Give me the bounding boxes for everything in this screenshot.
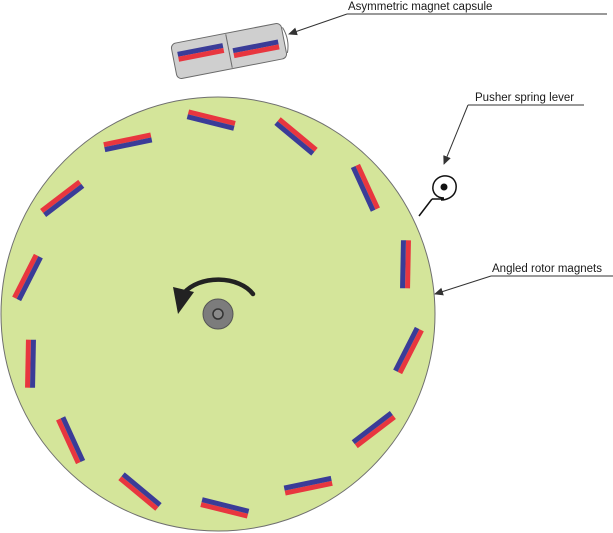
rotor-magnet	[350, 163, 380, 212]
spring-coil-icon	[432, 175, 457, 201]
rotor-magnet	[200, 497, 250, 519]
rotor-magnets-group	[12, 109, 424, 519]
rotor-magnet	[40, 179, 85, 217]
capsule-magnet-left	[177, 43, 225, 62]
leader-pusher	[443, 104, 584, 165]
rotor-magnet	[12, 253, 43, 302]
hub-axle-icon	[202, 298, 234, 330]
rotor-magnet	[393, 326, 424, 375]
label-rotor-magnets: Angled rotor magnets	[492, 263, 602, 275]
rotor-magnet	[103, 132, 153, 153]
rotor-magnet	[283, 475, 333, 496]
rotor-magnet	[351, 411, 396, 449]
capsule-magnet-right	[232, 39, 280, 59]
rotation-arrow-icon	[173, 277, 256, 314]
label-pusher: Pusher spring lever	[475, 92, 574, 104]
rotor-magnet	[186, 109, 236, 131]
rotor-magnet	[274, 117, 318, 156]
leader-capsule	[288, 13, 607, 36]
pusher-spring-lever	[418, 175, 457, 217]
rotor-magnet	[25, 339, 36, 388]
label-capsule: Asymmetric magnet capsule	[348, 1, 492, 13]
rotor-magnet	[118, 472, 162, 511]
rotor-magnet	[400, 240, 411, 289]
rotor-magnet	[56, 416, 86, 465]
leader-rotor-magnets	[434, 275, 613, 296]
magnet-capsule	[170, 23, 289, 79]
